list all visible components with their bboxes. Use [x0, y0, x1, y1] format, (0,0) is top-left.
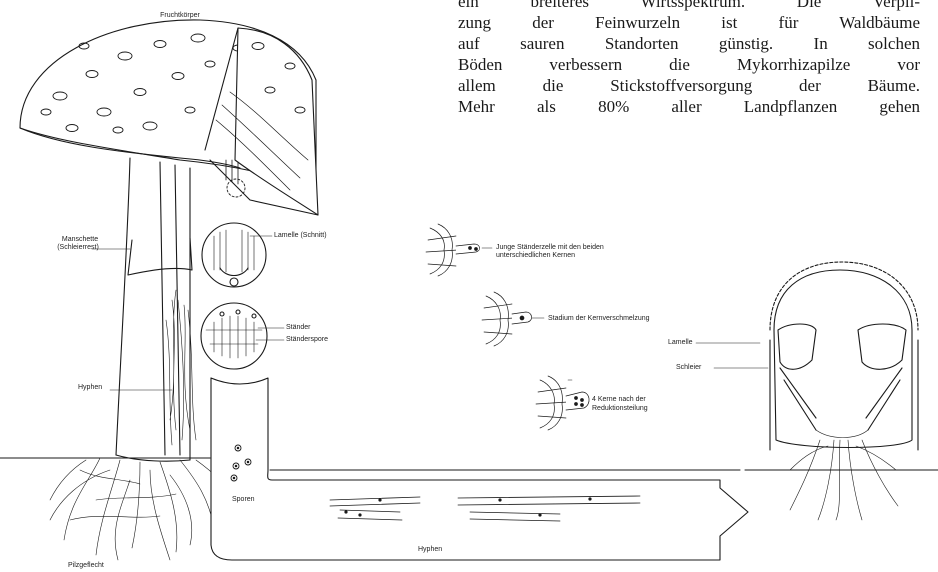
- nuclear-fusion-drawing: [482, 292, 532, 346]
- label-fruchtkoerper: Fruchtkörper: [140, 12, 220, 20]
- stem-hyphae-texture: [166, 290, 196, 445]
- life-cycle-arrow: [211, 378, 748, 560]
- label-hyphen-left: Hyphen: [78, 384, 102, 392]
- pilzgeflecht-roots: [50, 458, 236, 560]
- young-basidium-drawing: [426, 224, 480, 276]
- reduction-division-drawing: [536, 376, 589, 430]
- label-vier-kerne-1: 4 Kerne nach der: [592, 396, 646, 404]
- book-text-line-2: zung der Feinwurzeln ist für Waldbäume: [458, 12, 920, 33]
- label-staenderspore: Ständerspore: [286, 336, 328, 344]
- book-text-line-4: Böden verbessern die Mykorrhizapilze vor: [458, 54, 920, 75]
- label-kernverschmelzung: Stadium der Kernverschmelzung: [548, 315, 650, 323]
- basidium-circle: [201, 303, 267, 369]
- label-lamelle-schnitt: Lamelle (Schnitt): [274, 232, 327, 240]
- label-hyphen-arrow: Hyphen: [418, 546, 442, 554]
- label-sporen: Sporen: [232, 496, 255, 504]
- label-leader-lines: [92, 236, 768, 390]
- label-junge-staenderzelle-1: Junge Ständerzelle mit den beiden: [496, 244, 604, 252]
- label-pilzgeflecht: Pilzgeflecht: [68, 562, 104, 570]
- label-staender: Ständer: [286, 324, 311, 332]
- label-junge-staenderzelle-2: unterschiedlichen Kernen: [496, 252, 575, 260]
- label-lamelle: Lamelle: [668, 339, 693, 347]
- book-text-line-6: Mehr als 80% aller Landpflanzen gehen: [458, 96, 920, 117]
- label-vier-kerne-2: Reduktionsteilung: [592, 405, 648, 413]
- label-schleier: Schleier: [676, 364, 701, 372]
- book-text-line-1: ein breiteres Wirtsspektrum. Die Verpil-: [458, 0, 920, 12]
- label-schleierrest: (Schleierrest): [46, 244, 110, 252]
- young-lamella-right: [858, 324, 906, 369]
- book-text-line-3: auf sauren Standorten günstig. In solche…: [458, 33, 920, 54]
- mushroom-stem: [116, 158, 192, 461]
- label-manschette: Manschette: [50, 236, 110, 244]
- book-text-line-5: allem die Stickstoffversorgung der Bäume…: [458, 75, 920, 96]
- lamella-section-circle: [202, 223, 266, 287]
- book-text-paragraph: ein breiteres Wirtsspektrum. Die Verpil-…: [458, 0, 920, 117]
